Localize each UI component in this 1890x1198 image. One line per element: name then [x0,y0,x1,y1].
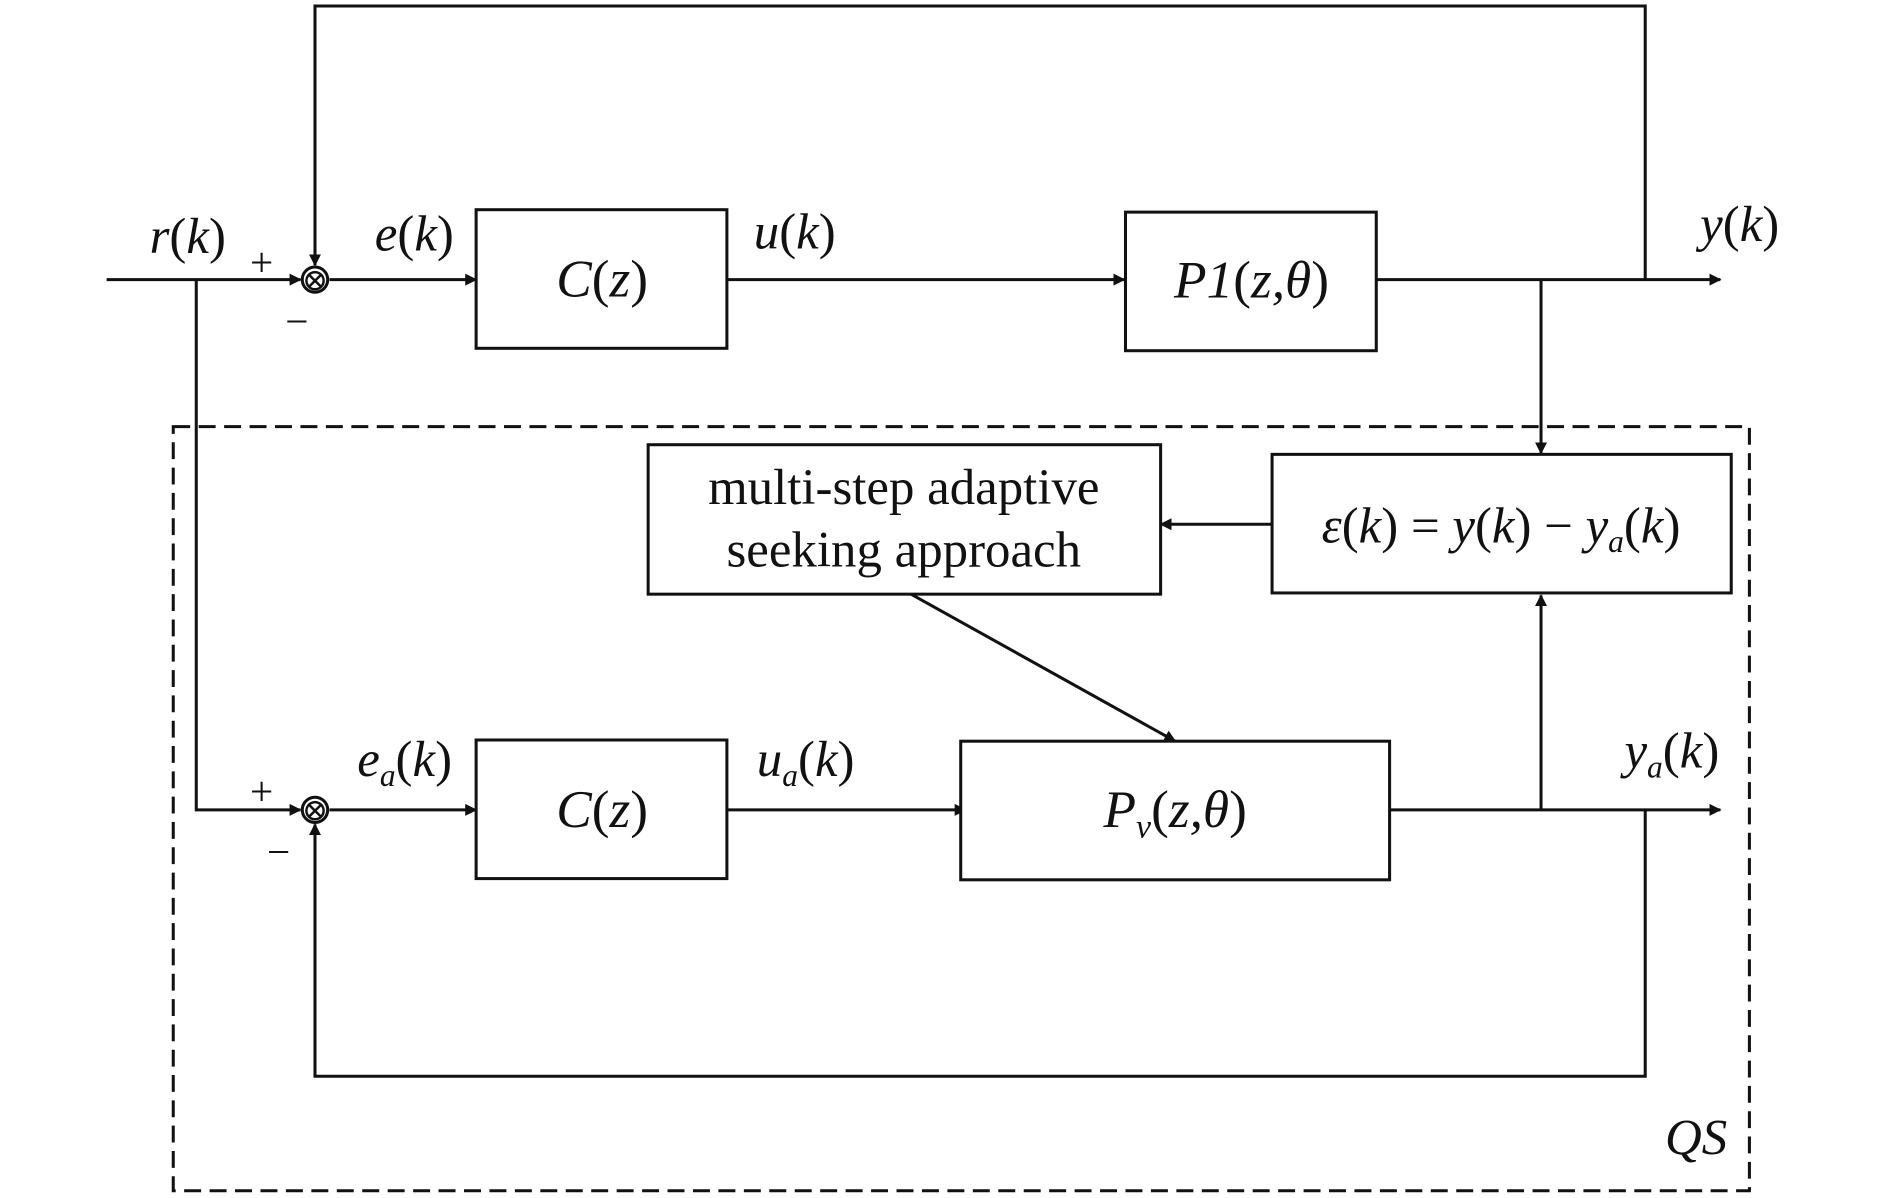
bottom-feedback-path [308,809,1647,1078]
virtual-plant-block [959,739,1392,882]
error-equation-label: ε(k) = y(k) − ya(k) [1322,497,1681,559]
bottom-junction-minus-sign: − [267,828,290,874]
top-feedback-path [308,4,1647,280]
reference-branch-line [194,279,302,816]
svg-text:⊗: ⊗ [302,263,328,298]
blocks [474,208,1733,882]
seeking-to-virtual-plant-line [910,592,1177,743]
top-junction-plus-sign: + [250,239,273,285]
virtual-plant-label: Pv(z,θ) [1102,781,1246,846]
summing-junction-top: ⊗ [300,263,330,298]
controller-top-label: C(z) [556,251,648,309]
qs-region-label: QS [1665,1110,1727,1166]
signal-label-ya: ya(k) [1619,723,1719,785]
qs-region-border [171,425,1751,1193]
signal-label-y: y(k) [1695,196,1779,252]
controller-bottom-label: C(z) [556,781,648,839]
bottom-junction-plus-sign: + [250,768,273,814]
seeking-block-line-1: multi-step adaptive [708,459,1099,515]
signal-label-ea: ea(k) [357,731,452,793]
seeking-approach-block [646,443,1163,596]
seeking-block-line-2: seeking approach [726,522,1081,578]
summing-junction-bottom: ⊗ [300,793,330,828]
signal-label-r: r(k) [150,208,226,264]
error-computation-block [1270,452,1733,595]
svg-text:⊗: ⊗ [302,793,328,828]
signal-label-e: e(k) [375,206,454,262]
plant-label: P1(z,θ) [1173,252,1329,310]
top-junction-minus-sign: − [285,298,308,344]
controller-block-top [474,208,729,350]
controller-block-bottom [474,738,729,881]
signal-lines [106,4,1722,1078]
signal-label-u: u(k) [754,203,836,259]
plant-block [1123,210,1378,353]
signal-label-ua: ua(k) [757,731,855,793]
